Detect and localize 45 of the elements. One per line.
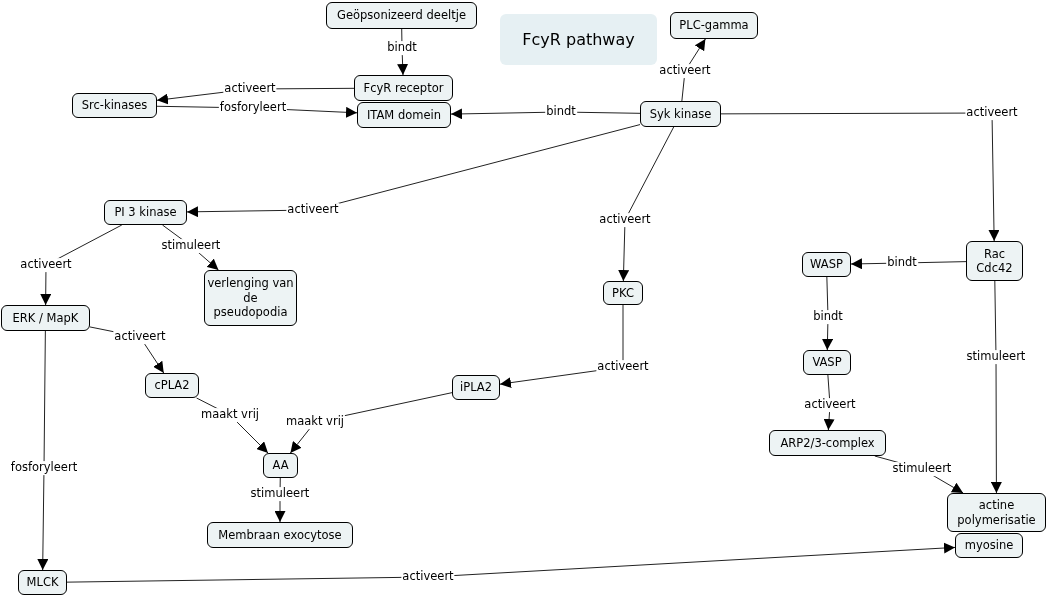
edge-label: stimuleert	[249, 487, 311, 501]
edge-label: stimuleert	[891, 462, 953, 476]
edge-label: activeert	[113, 330, 167, 344]
edge-label: activeert	[598, 213, 652, 227]
edge-label: activeert	[223, 82, 277, 96]
edge-label: activeert	[965, 106, 1019, 120]
concept-box: FcyR receptor	[354, 75, 453, 101]
arrow	[990, 280, 1002, 494]
edge-label: bindt	[812, 310, 844, 324]
edge-label: activeert	[19, 258, 73, 272]
arrow	[66, 542, 956, 583]
arrow	[37, 330, 49, 571]
concept-box: cPLA2	[145, 373, 199, 398]
concept-box: Membraan exocytose	[207, 522, 353, 548]
arrow	[720, 112, 1000, 242]
concept-box: PI 3 kinase	[104, 200, 187, 225]
concept-box: Src-kinases	[72, 93, 157, 118]
edge-label: fosforyleert	[9, 461, 79, 475]
edge-label: stimuleert	[160, 239, 222, 253]
concept-box: myosine	[955, 533, 1023, 558]
concept-box: ERK / MapK	[1, 305, 90, 331]
edge-label: activeert	[803, 398, 857, 412]
edge-label: bindt	[386, 41, 418, 55]
concept-box: verlenging van de pseudopodia	[204, 270, 297, 326]
concept-box: iPLA2	[452, 375, 500, 400]
title: FcyR pathway	[500, 14, 657, 65]
concept-box: MLCK	[18, 570, 67, 595]
concept-box: Geöpsonizeerd deeltje	[326, 2, 477, 29]
concept-box: WASP	[802, 252, 851, 277]
concept-box: ITAM domein	[357, 102, 451, 128]
concept-box: PKC	[603, 281, 643, 305]
arrow	[618, 126, 675, 282]
concept-box: ARP2/3-complex	[769, 430, 886, 456]
edge-label: activeert	[658, 64, 712, 78]
concept-box: AA	[263, 453, 298, 478]
concept-box: VASP	[803, 350, 851, 375]
edge-label: maakt vrij	[285, 415, 345, 429]
concept-box: Rac Cdc42	[966, 241, 1023, 281]
edge-label: maakt vrij	[200, 408, 260, 422]
edge-label: activeert	[596, 360, 650, 374]
edge-label: fosforyleert	[218, 101, 288, 115]
edge-label: stimuleert	[965, 350, 1027, 364]
concept-box: PLC-gamma	[670, 12, 758, 39]
concept-box: Syk kinase	[640, 101, 721, 127]
concept-box: actine polymerisatie	[947, 493, 1046, 532]
